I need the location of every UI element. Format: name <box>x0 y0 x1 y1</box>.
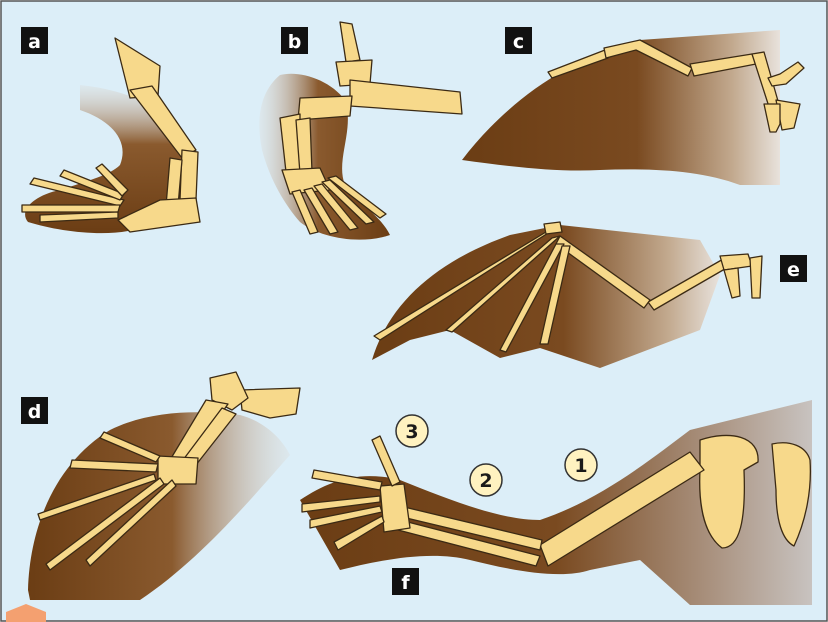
panel-label-b: b <box>281 27 308 54</box>
region-marker-2: 2 <box>470 464 502 496</box>
panel-label-c: c <box>505 27 532 54</box>
svg-text:3: 3 <box>405 421 418 443</box>
svg-text:b: b <box>288 31 302 53</box>
svg-text:e: e <box>787 259 800 281</box>
svg-text:c: c <box>513 31 524 53</box>
panel-label-d: d <box>21 397 48 424</box>
panel-label-f: f <box>392 568 419 595</box>
svg-text:2: 2 <box>479 470 492 492</box>
svg-text:a: a <box>28 31 41 53</box>
svg-text:d: d <box>28 401 42 423</box>
region-marker-1: 1 <box>565 449 597 481</box>
region-marker-3: 3 <box>396 415 428 447</box>
svg-text:1: 1 <box>574 455 587 477</box>
panel-label-e: e <box>780 255 807 282</box>
svg-text:f: f <box>401 572 410 594</box>
panel-label-a: a <box>21 27 48 54</box>
